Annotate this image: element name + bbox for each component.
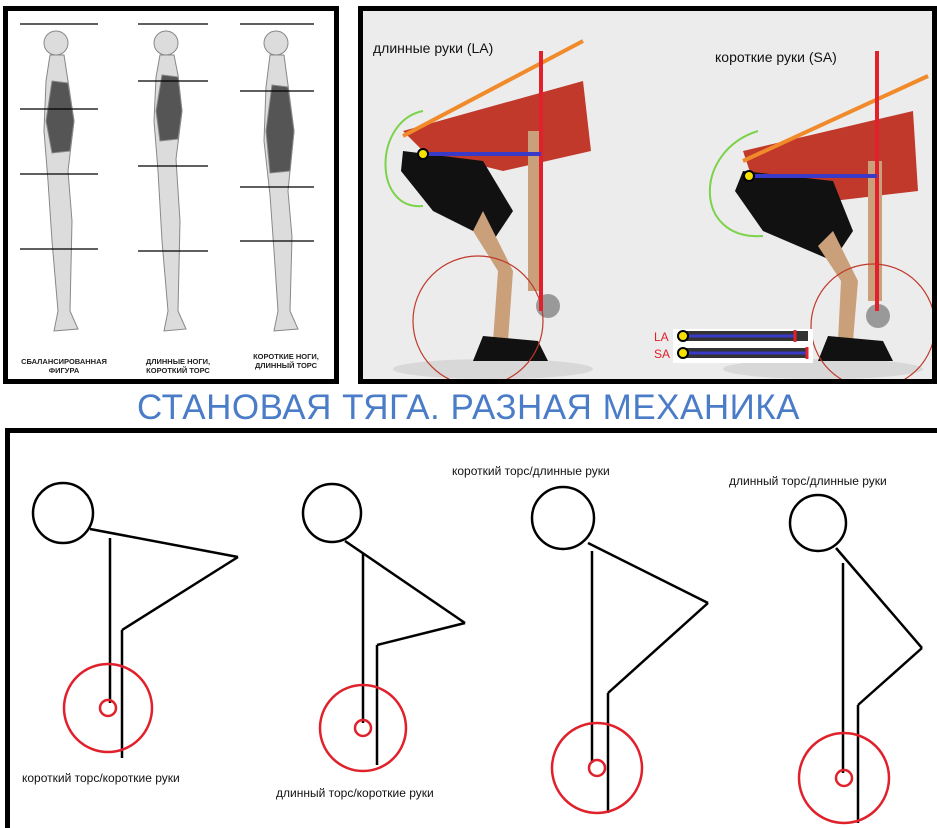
- bar-circle-1: [100, 700, 116, 716]
- stick-figure-2: [303, 484, 465, 765]
- stick-figure-4: [790, 495, 922, 823]
- figure-balanced: [44, 31, 78, 331]
- arm-length-legend: LA SA: [654, 329, 813, 363]
- stick-label-4: длинный торс/длинные руки: [729, 474, 887, 488]
- figure-short-legs: [264, 31, 298, 331]
- caption-1-line2: ФИГУРА: [49, 366, 80, 375]
- stick-figure-3: [532, 487, 708, 813]
- stick-label-3: короткий торс/длинные руки: [452, 464, 610, 478]
- caption-2-line2: КОРОТКИЙ ТОРС: [146, 366, 210, 375]
- label-short-arms: короткие руки (SA): [715, 49, 837, 65]
- caption-3-line2: ДЛИННЫЙ ТОРС: [255, 361, 318, 370]
- label-long-arms: длинные руки (LA): [373, 40, 493, 56]
- figure-long-legs: [154, 31, 186, 331]
- bar-circle-3: [589, 760, 605, 776]
- legend-sa-label: SA: [654, 347, 670, 361]
- plate-circle-1: [64, 664, 152, 752]
- stick-figures-illustration: короткий торс/короткие руки длинный торс…: [10, 433, 937, 828]
- caption-1-line1: СБАЛАНСИРОВАННАЯ: [21, 357, 107, 366]
- caption-2-line1: ДЛИННЫЕ НОГИ,: [146, 357, 210, 366]
- hip-joint-sa: [744, 171, 754, 181]
- stick-figures-panel: короткий торс/короткие руки длинный торс…: [5, 428, 937, 828]
- lifter-long-arms: [386, 81, 592, 379]
- legend-la-label: LA: [654, 330, 669, 344]
- page-title: СТАНОВАЯ ТЯГА. РАЗНАЯ МЕХАНИКА: [0, 386, 937, 430]
- stick-label-2: длинный торс/короткие руки: [276, 786, 434, 800]
- plate-circle-3: [552, 723, 642, 813]
- stick-label-1: короткий торс/короткие руки: [22, 771, 180, 785]
- hip-joint-la: [418, 149, 428, 159]
- lifters-illustration: LA SA длинные руки (LA) короткие руки (S…: [363, 11, 932, 379]
- caption-3-line1: КОРОТКИЕ НОГИ,: [253, 352, 319, 361]
- body-figures-illustration: СБАЛАНСИРОВАННАЯ ФИГУРА ДЛИННЫЕ НОГИ, КО…: [8, 11, 334, 379]
- body-proportions-panel: СБАЛАНСИРОВАННАЯ ФИГУРА ДЛИННЫЕ НОГИ, КО…: [3, 6, 339, 384]
- lifters-comparison-panel: LA SA длинные руки (LA) короткие руки (S…: [358, 6, 937, 384]
